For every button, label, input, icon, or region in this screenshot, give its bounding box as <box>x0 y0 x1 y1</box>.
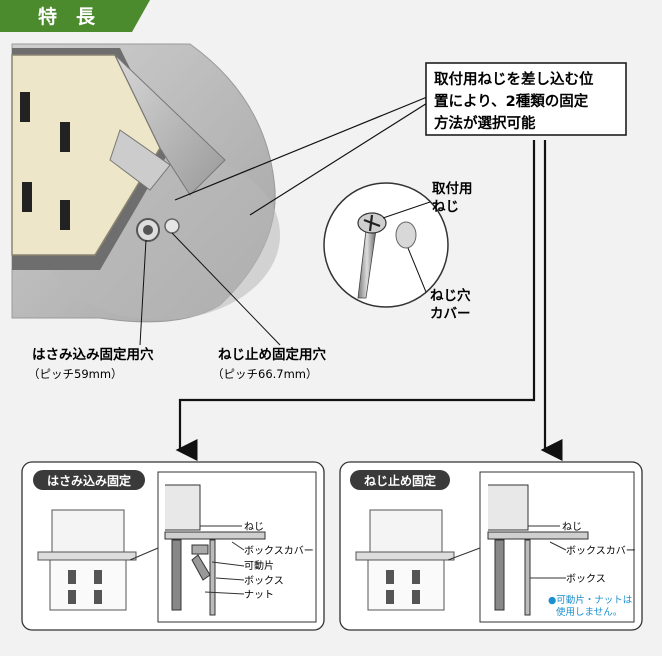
callout-line: 取付用ねじを差し込む位 <box>434 70 594 88</box>
cover-label: ねじ穴 <box>430 287 471 304</box>
part-label: ボックスカバー <box>566 545 636 557</box>
callout-line: 置により、2種類の固定 <box>434 92 589 110</box>
callout-line: 方法が選択可能 <box>434 114 536 132</box>
panel-title: ねじ止め固定 <box>364 473 436 488</box>
panel-title: はさみ込み固定 <box>47 473 131 488</box>
part-label: ボックス <box>244 575 284 587</box>
screw-detail <box>323 182 449 308</box>
arrow-to-clamp <box>175 140 536 461</box>
panel-screw-fix: ねじ止め固定 ねじ ボックスカバー ボックス ●可動片・ナットは 使用しません。 <box>339 461 643 631</box>
clamp-hole-pitch: （ピッチ59mm） <box>28 367 123 381</box>
screw-hole-label: ねじ止め固定用穴 <box>218 346 326 363</box>
header-title: 特 長 <box>38 6 96 28</box>
screw-label: 取付用 <box>432 180 473 197</box>
part-label: ねじ <box>562 521 582 533</box>
part-label: ねじ <box>244 521 264 533</box>
outlet-slot <box>60 200 70 230</box>
outlet-slot <box>20 92 30 122</box>
screw-label: ねじ <box>432 199 459 215</box>
callout-leader <box>174 94 433 201</box>
screw-hole-pitch: （ピッチ66.7mm） <box>212 367 318 381</box>
main-callout: 取付用ねじを差し込む位 置により、2種類の固定 方法が選択可能 <box>425 62 627 136</box>
outlet-slot <box>22 182 32 212</box>
outlet-slot <box>60 122 70 152</box>
screw-hole-cover-icon <box>395 221 417 249</box>
cover-label: カバー <box>430 306 471 322</box>
part-label: ボックスカバー <box>244 545 314 557</box>
screw-hole <box>164 218 180 234</box>
header-tab: 特 長 <box>0 0 150 32</box>
callout-leader <box>249 99 433 216</box>
panel-clamp-fix: はさみ込み固定 ねじ ボックスカバー 可動片 ボックス ナット <box>21 461 325 631</box>
part-label: 可動片 <box>244 559 274 572</box>
clamp-hole-label: はさみ込み固定用穴 <box>32 346 154 363</box>
mounting-bracket <box>114 54 226 196</box>
note-text: 使用しません。 <box>556 606 622 618</box>
panel-title-badge <box>33 470 145 490</box>
note-text: ●可動片・ナットは <box>548 594 633 606</box>
header-background <box>0 0 150 32</box>
outlet-face <box>11 54 161 256</box>
part-label: ボックス <box>566 573 606 585</box>
part-label: ナット <box>244 589 274 601</box>
panel-title-badge <box>350 470 450 490</box>
product-photo <box>11 43 280 323</box>
